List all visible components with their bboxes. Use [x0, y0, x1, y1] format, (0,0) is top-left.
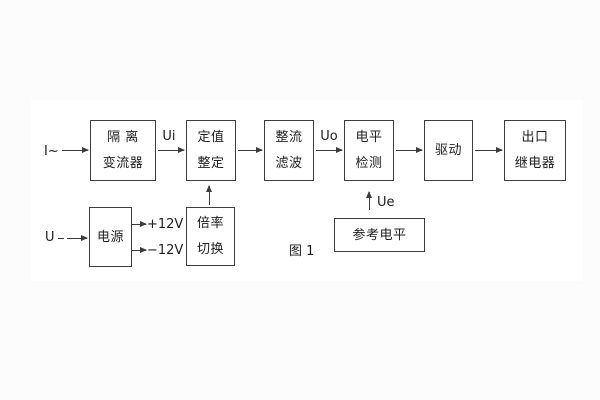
block-isolation-line2: 变流器	[102, 156, 144, 171]
block-reference-line1: 参考电平	[352, 227, 407, 243]
arrow-drive-to-relay	[475, 145, 503, 154]
block-drive-line1: 驱动	[434, 143, 462, 158]
label-minus-12v: −12V	[147, 243, 184, 258]
block-level-line1: 电平	[355, 130, 383, 145]
block-power-line1: 电源	[96, 229, 124, 245]
arrow-ratio-to-setpoint	[205, 185, 213, 205]
arrow-rectify-to-level	[316, 145, 343, 154]
arrow-setpoint-to-rectify	[238, 145, 263, 154]
label-ui: Ui	[162, 129, 176, 144]
block-isolation-transformer: 隔 离 变流器	[90, 120, 156, 181]
block-ratio-line2: 切换	[196, 242, 224, 257]
arrow-input-current	[62, 145, 89, 154]
block-level-line2: 检测	[355, 156, 383, 171]
block-ratio-switch: 倍率 切换	[186, 207, 235, 266]
block-rectify-filter: 整流 滤波	[264, 120, 314, 181]
block-power-supply: 电源	[89, 207, 132, 267]
arrow-plus-12v	[132, 219, 147, 228]
block-drive: 驱动	[424, 120, 473, 181]
label-ue: Ue	[377, 195, 395, 210]
block-reference-level: 参考电平	[334, 218, 425, 252]
arrow-input-voltage	[67, 233, 88, 242]
block-setpoint-adjust: 定值 整定	[186, 120, 236, 181]
label-uo: Uo	[320, 129, 338, 144]
block-setpoint-line1: 定值	[197, 130, 225, 145]
block-ratio-line1: 倍率	[196, 216, 224, 231]
dash-input-voltage	[58, 238, 64, 240]
label-input-current: I~	[44, 144, 59, 159]
block-setpoint-line2: 整定	[197, 156, 225, 171]
label-input-voltage: U	[45, 230, 55, 245]
arrow-isolation-to-setpoint	[158, 145, 185, 154]
label-plus-12v: +12V	[147, 217, 184, 232]
block-output-relay: 出口 继电器	[504, 120, 566, 181]
block-level-detect: 电平 检测	[344, 120, 394, 181]
arrow-minus-12v	[132, 245, 147, 254]
arrow-level-to-drive	[396, 145, 423, 154]
block-relay-line1: 出口	[521, 130, 549, 145]
block-isolation-line1: 隔 离	[107, 130, 139, 145]
block-relay-line2: 继电器	[514, 156, 556, 171]
block-rectify-line2: 滤波	[275, 156, 303, 171]
arrow-reference-to-level	[365, 191, 373, 210]
block-rectify-line1: 整流	[275, 130, 303, 145]
figure-caption: 图 1	[289, 244, 315, 259]
